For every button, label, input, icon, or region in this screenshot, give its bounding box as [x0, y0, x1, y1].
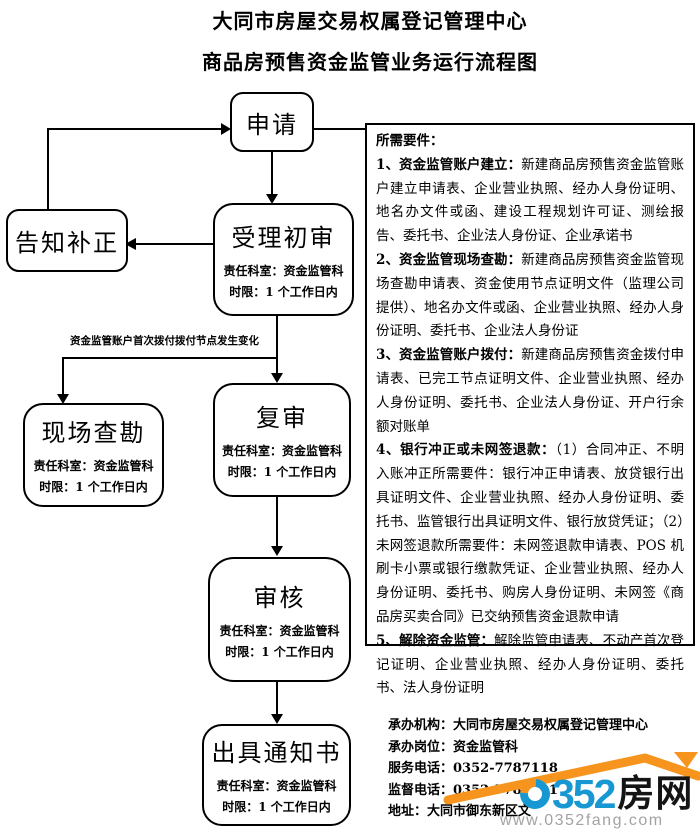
requirement-item: 3、资金监管账户拨付：新建商品房预售资金拨付申请表、已完工节点证明文件、企业营业… [376, 344, 684, 439]
responsible-dept-label: 责任科室：资金监管科 [216, 779, 337, 793]
page-subtitle: 商品房预售资金监管业务运行流程图 [202, 50, 538, 74]
arrowhead-down-final-review [271, 546, 283, 556]
contact-label: 服务电话： [388, 761, 454, 776]
roof-icon [443, 752, 700, 805]
requirements-panel: 所需要件： 1、资金监管账户建立：新建商品房预售资金监管账户建立申请表、企业营业… [365, 123, 695, 696]
contact-address-row: 地址：大同市御东新区文 [388, 801, 648, 823]
flow-node-issue-notice-title: 出具通知书 [211, 739, 342, 767]
arrowhead-down-re-review [271, 373, 283, 383]
watermark-brand-name: 房网 [617, 773, 694, 814]
requirement-item: 1、资金监管账户建立：新建商品房预售资金监管账户建立申请表、企业营业执照、经办人… [376, 154, 684, 249]
responsible-dept-label: 责任科室：资金监管科 [33, 459, 154, 473]
contact-agency-row: 承办机构：大同市房屋交易权属登记管理中心 [388, 715, 648, 737]
flow-node-apply-title: 申请 [246, 110, 298, 139]
flow-node-notify-title: 告知补正 [15, 229, 119, 257]
flow-node-final-review-title: 审核 [253, 583, 306, 612]
flow-node-re-review-title: 复审 [256, 404, 308, 432]
contact-value: 0352-7787118 [453, 761, 558, 776]
arrowhead-down-site-survey [57, 394, 69, 404]
flow-node-final-review: 审核 责任科室：资金监管科 时限：1 个工作日内 [208, 557, 351, 682]
flow-node-site-survey-title: 现场查勘 [41, 419, 146, 447]
contact-label: 地址： [388, 804, 428, 819]
requirement-item-label: 5、解除资金监管： [376, 632, 495, 649]
responsible-dept-label: 责任科室：资金监管科 [221, 444, 342, 458]
responsible-dept-label: 责任科室：资金监管科 [223, 263, 344, 278]
page-title: 大同市房屋交易权属登记管理中心 [212, 9, 528, 33]
logo-zero-ring-icon [513, 772, 557, 816]
contact-value: 资金监管科 [453, 739, 519, 755]
contact-position-row: 承办岗位：资金监管科 [388, 737, 648, 759]
time-limit-label: 时限：1 个工作日内 [227, 465, 337, 479]
contact-label: 承办机构： [388, 718, 454, 733]
flow-node-initial-review-title: 受理初审 [231, 223, 336, 252]
branch-condition-label: 资金监管账户首次拨付拨付节点发生变化 [70, 335, 259, 347]
flow-node-notify-correction: 告知补正 [6, 209, 128, 272]
time-limit-label: 时限：1 个工作日内 [229, 284, 338, 299]
requirement-item-label: 1、资金监管账户建立： [376, 156, 522, 173]
arrowhead-down-initial-review [266, 194, 278, 204]
flow-node-issue-notice: 出具通知书 责任科室：资金监管科 时限：1 个工作日内 [202, 724, 351, 826]
requirement-item: 2、资金监管现场查勘：新建商品房预售资金监管现场查勘申请表、资金使用节点证明文件… [376, 249, 684, 344]
requirement-item-label: 3、资金监管账户拨付： [376, 347, 522, 364]
contact-label: 监督电话： [388, 782, 454, 798]
requirement-item-text: 新建商品房预售资金监管账户建立申请表、企业营业执照、经办人身份证明、地名办文件或… [376, 156, 684, 245]
requirement-item: 4、银行冲正或未网签退款：（1）合同冲正、不明入账冲正所需要件：银行冲正申请表、… [376, 439, 684, 629]
time-limit-label: 时限：1 个工作日内 [39, 480, 148, 494]
arrow-branch-to-site-survey [62, 357, 277, 395]
contact-service-phone-row: 服务电话：0352-7787118 [388, 758, 648, 780]
time-limit-label: 时限：1 个工作日内 [222, 800, 331, 814]
contact-label: 承办岗位： [388, 739, 454, 755]
arrow-notify-to-apply [47, 128, 222, 209]
page-header: 大同市房屋交易权属登记管理中心 商品房预售资金监管业务运行流程图 [40, 8, 700, 75]
flow-node-site-survey: 现场查勘 责任科室：资金监管科 时限：1 个工作日内 [23, 403, 164, 507]
requirement-item: 5、解除资金监管：解除监管申请表、不动产首次登记证明、企业营业执照、经办人身份证… [376, 630, 684, 701]
time-limit-label: 时限：1 个工作日内 [225, 644, 334, 659]
requirement-item-label: 2、资金监管现场查勘： [376, 251, 522, 268]
requirement-item-text: （1）合同冲正、不明入账冲正所需要件：银行冲正申请表、放贷银行出具证明文件、企业… [376, 442, 684, 625]
requirement-item-text: 新建商品房预售资金拨付申请表、已完工节点证明文件、企业营业执照、经办人身份证明、… [376, 347, 684, 435]
arrowhead-down-notice [271, 714, 283, 724]
contact-info: 承办机构：大同市房屋交易权属登记管理中心 承办岗位：资金监管科 服务电话：035… [388, 715, 648, 823]
contact-value: 大同市房屋交易权属登记管理中心 [453, 718, 649, 733]
arrowhead-right-apply [221, 123, 231, 135]
flow-node-apply: 申请 [230, 92, 314, 152]
contact-value: 大同市御东新区文 [427, 804, 532, 819]
watermark-brand: 352 房网 [513, 771, 694, 817]
requirement-item-text: 新建商品房预售资金监管现场查勘申请表、资金使用节点证明文件（监理公司提供）、地名… [376, 251, 684, 340]
flow-node-initial-review: 受理初审 责任科室：资金监管科 时限：1 个工作日内 [213, 203, 354, 316]
requirement-item-text: 解除监管申请表、不动产首次登记证明、企业营业执照、经办人身份证明、委托书、法人身… [376, 632, 684, 697]
watermark-logo: 352 房网 www.0352fang.com [440, 750, 700, 834]
requirement-item-label: 4、银行冲正或未网签退款： [376, 442, 556, 459]
watermark-url: www.0352fang.com [500, 812, 664, 829]
watermark-brand-digits: 352 [552, 771, 616, 817]
arrowhead-left-notify [125, 238, 136, 250]
requirements-header: 所需要件： [376, 133, 444, 149]
responsible-dept-label: 责任科室：资金监管科 [219, 623, 340, 638]
flow-node-re-review: 复审 责任科室：资金监管科 时限：1 个工作日内 [213, 383, 351, 497]
